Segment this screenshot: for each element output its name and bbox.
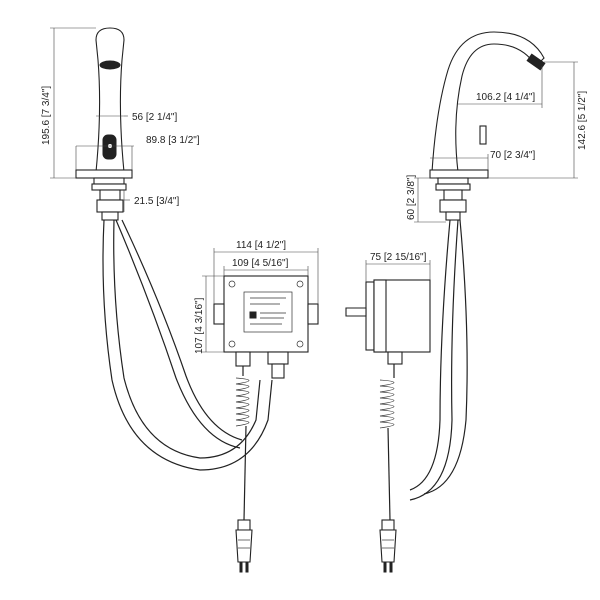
- dim-box-height: 107 [4 3/16"]: [194, 297, 205, 354]
- side-faucet: [429, 31, 546, 221]
- front-hoses: [102, 219, 273, 471]
- front-coiled-cable: [235, 366, 253, 573]
- dim-front-total-height: 195.6 [7 3/4"]: [41, 86, 52, 145]
- front-control-box: [213, 275, 319, 379]
- dim-base-width: 89.8 [3 1/2"]: [146, 135, 200, 146]
- side-coiled-cable: [379, 364, 397, 573]
- dim-side-base: 70 [2 3/4"]: [490, 150, 535, 161]
- dimension-lines: [50, 27, 578, 353]
- dim-side-reach: 106.2 [4 1/4"]: [476, 92, 535, 103]
- side-hoses: [409, 219, 468, 501]
- dim-spout-outlet: 56 [2 1/4"]: [132, 112, 177, 123]
- dim-shank-height: 21.5 [3/4"]: [134, 196, 179, 207]
- dim-side-shank: 60 [2 3/8"]: [406, 175, 417, 220]
- front-faucet: [75, 27, 133, 221]
- side-control-box: [345, 279, 431, 365]
- dim-box-depth: 75 [2 15/16"]: [370, 252, 427, 263]
- dim-side-height: 142.6 [5 1/2"]: [577, 91, 588, 150]
- dim-box-outer-width: 114 [4 1/2"]: [236, 240, 286, 251]
- dim-box-inner-width: 109 [4 5/16"]: [232, 258, 289, 269]
